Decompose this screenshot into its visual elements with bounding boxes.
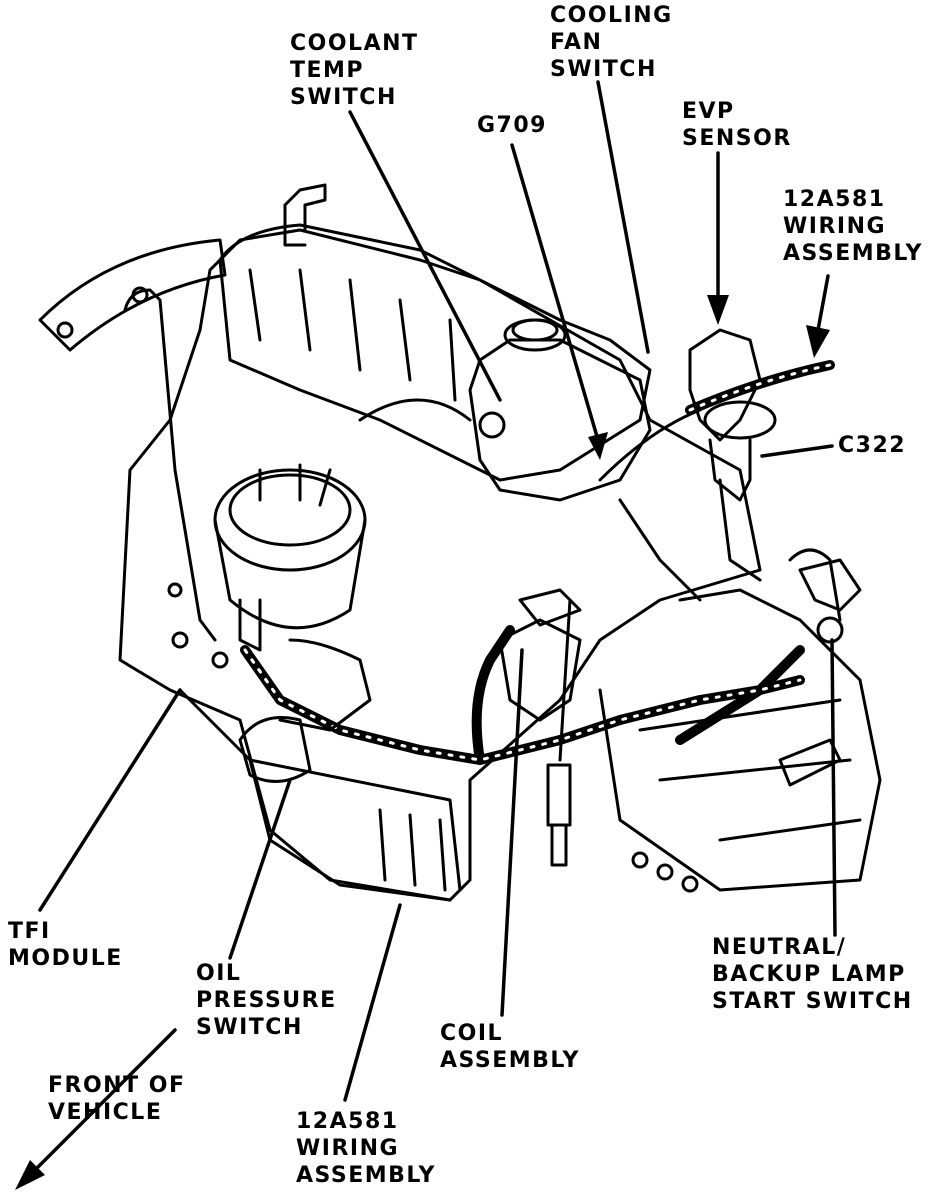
leader-coil [500, 648, 524, 1017]
label-wiring-assembly-top: 12A581 WIRING ASSEMBLY [783, 187, 923, 266]
arrow-evp [707, 295, 729, 325]
label-coil-assembly: COIL ASSEMBLY [440, 1021, 580, 1073]
leader-wiring-bottom [343, 903, 402, 1102]
label-evp-sensor: EVP SENSOR [682, 99, 792, 151]
distributor-cap [213, 468, 367, 572]
oil-pressure-switch-body [238, 716, 312, 783]
wiring-harness-right [675, 645, 805, 745]
arrow-wiring-top [806, 325, 830, 358]
label-wiring-assembly-bottom: 12A581 WIRING ASSEMBLY [296, 1109, 436, 1188]
label-g709: G709 [477, 113, 547, 138]
leader-c322 [760, 444, 834, 458]
label-neutral-backup-switch: NEUTRAL/ BACKUP LAMP START SWITCH [712, 935, 913, 1014]
leader-g709 [510, 143, 600, 442]
oil-filler [283, 183, 327, 247]
leader-coolant-temp [348, 110, 502, 402]
label-c322: C322 [838, 433, 907, 458]
coil-wire [558, 598, 572, 762]
wiring-harness-upper [685, 360, 835, 415]
leader-neutral [830, 638, 837, 937]
arrow-front [15, 1160, 45, 1190]
coolant-reservoir [468, 338, 652, 502]
leader-tfi [38, 688, 182, 912]
leader-wiring-top [816, 274, 830, 332]
valve-cover [218, 223, 652, 482]
label-coolant-temp-switch: COOLANT TEMP SWITCH [290, 31, 419, 110]
label-tfi-module: TFI MODULE [8, 919, 123, 971]
leader-cooling-fan [596, 80, 650, 354]
leader-oil-pressure [228, 778, 292, 960]
label-cooling-fan-switch: COOLING FAN SWITCH [550, 3, 673, 82]
coil-body [498, 618, 582, 722]
dipstick [123, 288, 217, 642]
evp-sensor-body [688, 328, 762, 442]
transmission-housing [598, 588, 882, 892]
lift-bracket [38, 238, 227, 352]
neutral-switch-body [798, 558, 862, 612]
label-oil-pressure-switch: OIL PRESSURE SWITCH [196, 961, 337, 1040]
label-front-of-vehicle: FRONT OF VEHICLE [48, 1073, 186, 1125]
leader-front [23, 1028, 177, 1182]
wiring-harness-coil [471, 625, 515, 765]
arrow-g709 [588, 432, 608, 460]
